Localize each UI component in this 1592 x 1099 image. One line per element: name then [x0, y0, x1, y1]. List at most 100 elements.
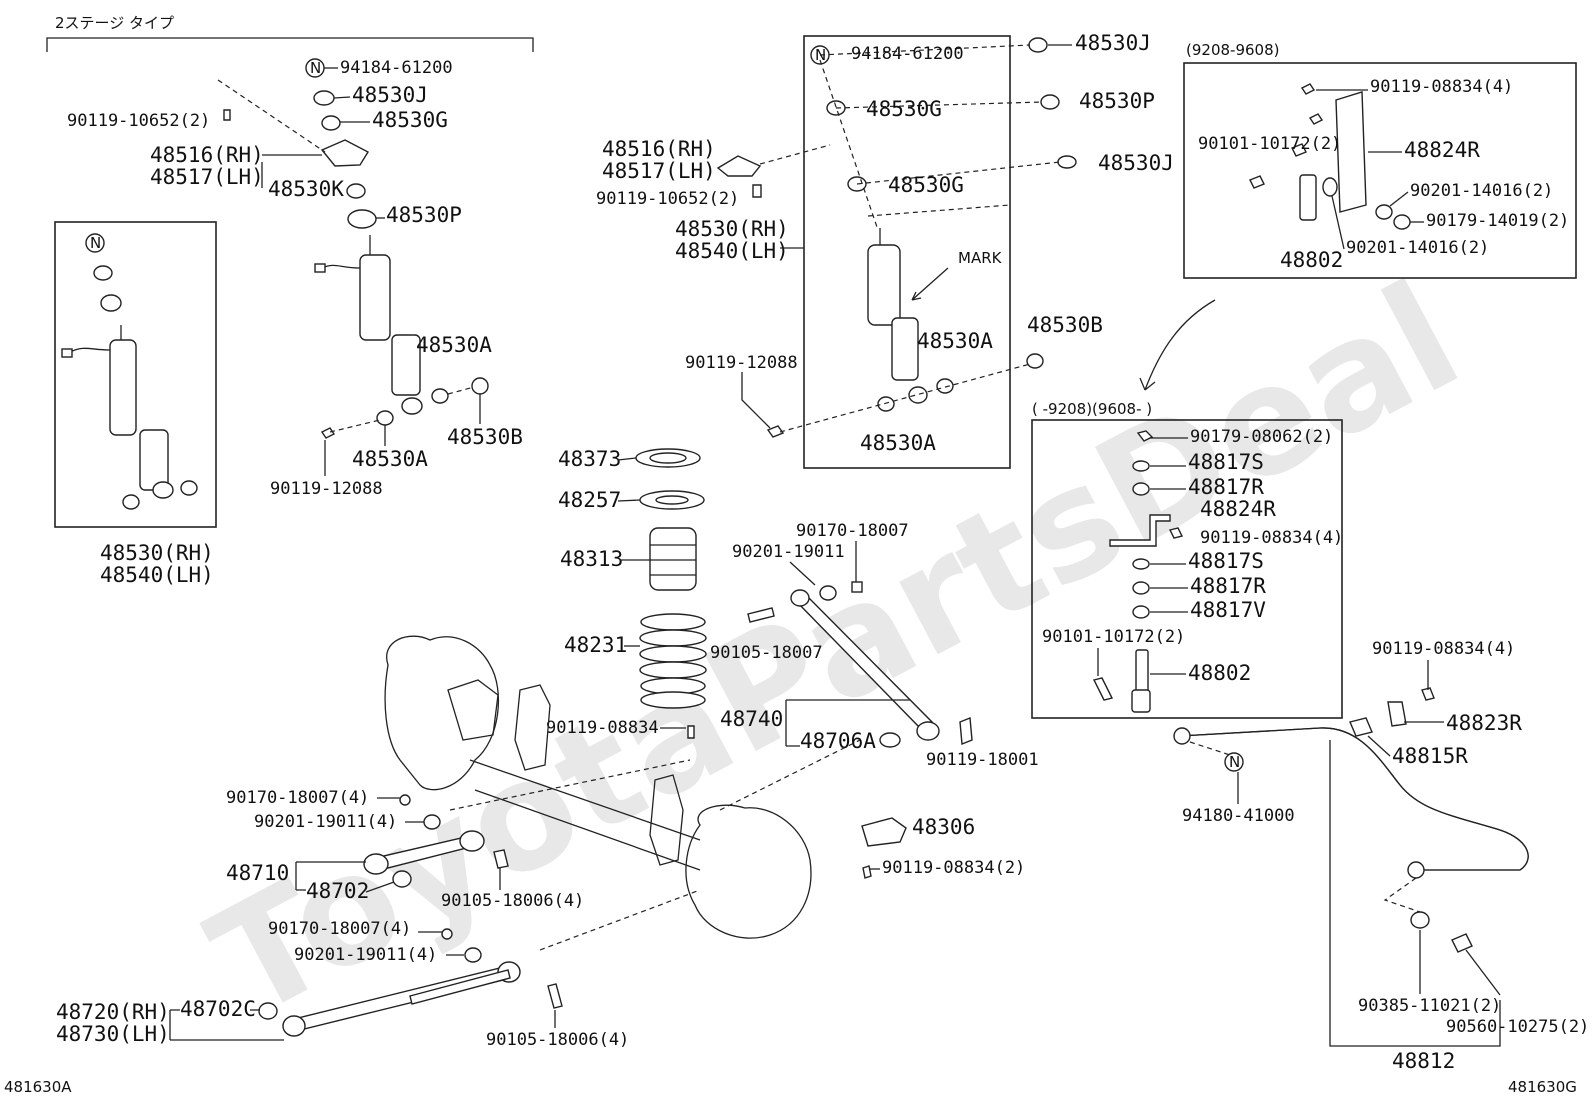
label-90119-08834-bracket: 90119-08834(2): [882, 858, 1025, 878]
label-48824r-mid: 48824R: [1200, 497, 1276, 521]
date-range-mid: ( -9208)(9608- ): [1032, 400, 1152, 418]
label-90179-08062: 90179-08062(2): [1190, 427, 1333, 447]
leader: [365, 881, 395, 893]
label-48730: 48730(LH): [56, 1022, 170, 1046]
label-90119-12088-center: 90119-12088: [685, 353, 798, 373]
lower-control-arm: [258, 928, 563, 1037]
leader: [1465, 949, 1501, 996]
label-90201-19011-mid: 90201-19011(4): [254, 812, 397, 832]
label-94184-61200-center: 94184-61200: [851, 44, 964, 64]
bracket-48306: [861, 817, 907, 879]
label-90105-18006-mid: 90105-18006(4): [441, 891, 584, 911]
label-90105-18006-low: 90105-18006(4): [486, 1030, 629, 1050]
label-90119-10652-left: 90119-10652(2): [67, 111, 210, 131]
footer-code-right: 481630G: [1508, 1078, 1577, 1096]
label-90201-19011-top: 90201-19011: [732, 542, 845, 562]
label-48824r-rtop: 48824R: [1404, 138, 1480, 162]
right-mid-assembly: [1092, 430, 1184, 713]
label-90105-18007: 90105-18007: [710, 643, 823, 663]
mark-arrow: [911, 267, 949, 301]
leader: [617, 457, 637, 461]
leader: [1331, 195, 1345, 250]
center-shock-assembly: N: [716, 37, 1077, 438]
label-90201-19011-low: 90201-19011(4): [294, 945, 437, 965]
label-48517-left: 48517(LH): [150, 165, 264, 189]
label-90119-08834-mid: 90119-08834(4): [1200, 528, 1343, 548]
label-48530a-left-1: 48530A: [416, 333, 492, 357]
label-90119-08834-rtop: 90119-08834(4): [1370, 77, 1513, 97]
leader: [789, 561, 816, 586]
label-48530b-center: 48530B: [1027, 313, 1103, 337]
label-90119-08834-spring: 90119-08834: [546, 718, 659, 738]
label-48817s-2: 48817S: [1188, 549, 1264, 573]
right-top-box: [1183, 62, 1577, 279]
label-mark: MARK: [958, 249, 1003, 267]
right-mid-box: [1031, 419, 1343, 719]
label-48710: 48710: [226, 861, 289, 885]
label-48720: 48720(RH): [56, 1000, 170, 1024]
label-48802-rtop: 48802: [1280, 248, 1343, 272]
leader: [333, 96, 351, 99]
stage-bracket: [46, 37, 534, 52]
label-48517-center: 48517(LH): [602, 159, 716, 183]
left-inset-shock: N: [61, 233, 198, 510]
stabilizer-bar: N: [1173, 687, 1529, 1047]
center-shock-box: [803, 35, 1011, 469]
label-48817r-2: 48817R: [1190, 574, 1266, 598]
left-shock-assembly: N: [217, 58, 489, 439]
label-90170-18007-top: 90170-18007: [796, 521, 909, 541]
label-90201-14016-rtop-1: 90201-14016(2): [1410, 181, 1553, 201]
label-48802-mid: 48802: [1188, 661, 1251, 685]
leader: [617, 499, 641, 502]
leader: [169, 1009, 284, 1041]
label-90201-14016-rtop-2: 90201-14016(2): [1346, 238, 1489, 258]
label-48823r: 48823R: [1446, 711, 1522, 735]
label-48530g-center-2: 48530G: [888, 173, 964, 197]
label-48817v: 48817V: [1190, 598, 1266, 622]
label-90170-18007-mid: 90170-18007(4): [226, 788, 369, 808]
leader: [785, 699, 910, 747]
label-48530j-left: 48530J: [352, 83, 428, 107]
label-48530a-center-2: 48530A: [860, 431, 936, 455]
svg-text:N: N: [90, 234, 101, 252]
label-48740: 48740: [720, 707, 783, 731]
label-48530j-center-2: 48530J: [1098, 151, 1174, 175]
spring-assembly: [635, 448, 707, 739]
label-48306: 48306: [912, 815, 975, 839]
svg-text:N: N: [310, 59, 321, 77]
label-48530a-center-1: 48530A: [917, 329, 993, 353]
label-48231: 48231: [564, 633, 627, 657]
label-48706a: 48706A: [800, 729, 876, 753]
label-48815r: 48815R: [1392, 744, 1468, 768]
label-48702: 48702: [306, 879, 369, 903]
label-48817r-1: 48817R: [1188, 475, 1264, 499]
label-90385-11021: 90385-11021(2): [1358, 996, 1501, 1016]
stage-type-label: 2ステージ タイプ: [55, 14, 174, 32]
label-90119-10652-center: 90119-10652(2): [596, 189, 739, 209]
label-48530rh-center: 48530(RH): [675, 217, 789, 241]
label-48516-center: 48516(RH): [602, 137, 716, 161]
label-48530p-left: 48530P: [386, 203, 462, 227]
footer-code-left: 481630A: [4, 1078, 72, 1096]
label-94180-41000: 94180-41000: [1182, 806, 1295, 826]
label-48530g-left: 48530G: [372, 108, 448, 132]
leader: [1389, 191, 1409, 207]
leader: [741, 372, 771, 429]
label-48530a-left-2: 48530A: [352, 447, 428, 471]
label-90179-14019: 90179-14019(2): [1426, 211, 1569, 231]
label-48817s-1: 48817S: [1188, 450, 1264, 474]
label-48540lh-center: 48540(LH): [675, 239, 789, 263]
left-inset-box: [54, 221, 217, 528]
label-90170-18007-low: 90170-18007(4): [268, 919, 411, 939]
axle-housing: [384, 635, 861, 951]
label-90119-18001: 90119-18001: [926, 750, 1039, 770]
label-48530g-center-1: 48530G: [866, 97, 942, 121]
label-48540lh-left: 48540(LH): [100, 563, 214, 587]
lateral-rod: [747, 581, 973, 748]
label-48702c: 48702C: [180, 997, 256, 1021]
label-48530j-center-1: 48530J: [1075, 31, 1151, 55]
callout-arrow: [1139, 299, 1216, 391]
label-48373: 48373: [558, 447, 621, 471]
right-top-assembly: [1249, 83, 1411, 230]
label-94184-61200-left: 94184-61200: [340, 58, 453, 78]
